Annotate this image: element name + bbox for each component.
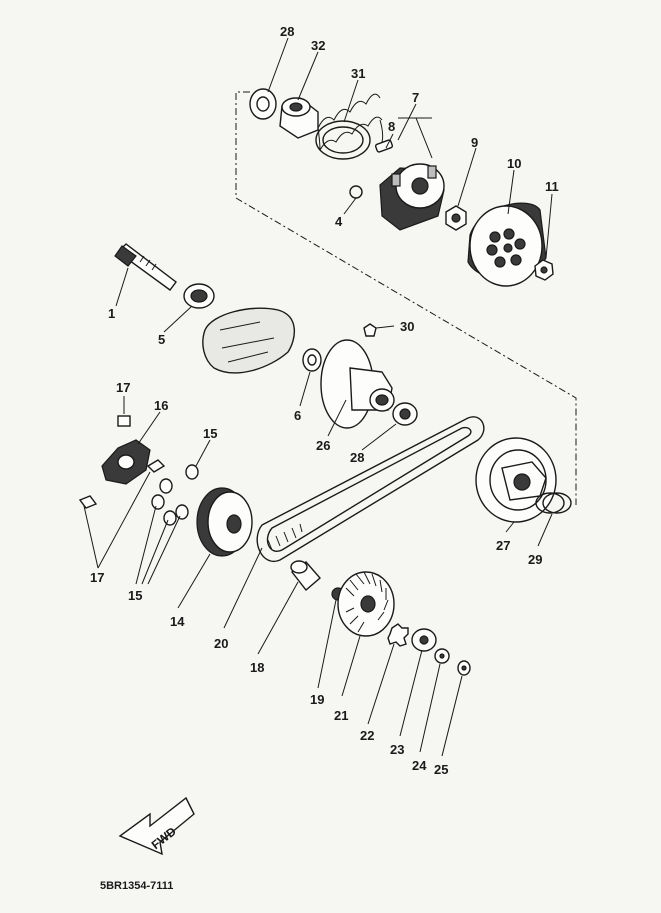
cam-16 <box>101 439 151 485</box>
pin-30 <box>363 323 377 337</box>
label-15-bottom: 15 <box>128 588 142 603</box>
drawing-code: 5BR1354-7111 <box>100 880 173 892</box>
label-22: 22 <box>360 728 374 743</box>
collar-18 <box>290 560 321 592</box>
label-11: 11 <box>545 179 559 194</box>
nut-25 <box>457 660 471 676</box>
secondary-fixed-sheave-27 <box>475 437 557 523</box>
shaft-1 <box>114 243 177 291</box>
clutch-plate-23 <box>411 628 437 652</box>
circlip-4 <box>349 185 363 199</box>
washer-28-top <box>249 88 277 120</box>
label-31: 31 <box>351 66 365 81</box>
label-8: 8 <box>388 119 395 134</box>
label-24: 24 <box>412 758 427 773</box>
label-16: 16 <box>154 398 168 413</box>
label-29: 29 <box>528 552 542 567</box>
label-9: 9 <box>471 135 478 150</box>
label-23: 23 <box>390 742 404 757</box>
label-1: 1 <box>108 306 115 321</box>
washer-6 <box>302 348 322 372</box>
washer-9 <box>445 205 467 231</box>
leader-lines <box>83 37 553 757</box>
label-32: 32 <box>311 38 325 53</box>
label-28-mid: 28 <box>350 450 364 465</box>
slider-17-right <box>146 459 166 473</box>
seal-28-mid <box>392 402 418 426</box>
label-17-top: 17 <box>116 380 130 395</box>
label-5: 5 <box>158 332 165 347</box>
label-10: 10 <box>507 156 521 171</box>
label-21: 21 <box>334 708 348 723</box>
clutch-carrier-7 <box>379 163 445 231</box>
label-7: 7 <box>412 90 419 105</box>
label-20: 20 <box>214 636 228 651</box>
v-belt-20 <box>256 416 485 563</box>
sliding-sheave-26 <box>320 339 395 429</box>
label-17-bottom: 17 <box>90 570 104 585</box>
nut-11 <box>534 259 554 281</box>
slider-17-top <box>117 415 131 427</box>
label-26: 26 <box>316 438 330 453</box>
primary-fixed-sheave-21 <box>337 571 395 637</box>
label-4: 4 <box>335 214 343 229</box>
label-15-top: 15 <box>203 426 217 441</box>
label-28-top: 28 <box>280 24 294 39</box>
bearing-5 <box>183 283 215 309</box>
washer-22 <box>387 623 409 647</box>
forward-arrow: FWD <box>118 796 195 856</box>
label-6: 6 <box>294 408 301 423</box>
weights-15 <box>151 464 199 526</box>
o-rings-29 <box>535 492 572 514</box>
label-27: 27 <box>496 538 510 553</box>
clutch-housing-10 <box>467 202 547 287</box>
washer-24 <box>434 648 450 664</box>
label-25: 25 <box>434 762 448 777</box>
label-30: 30 <box>400 319 414 334</box>
pin-8 <box>374 139 394 153</box>
collar-32 <box>279 97 319 139</box>
label-14: 14 <box>170 614 185 629</box>
crankcase-fragment <box>202 307 295 374</box>
label-19: 19 <box>310 692 324 707</box>
compression-spring-31 <box>315 93 384 160</box>
slider-17-left <box>78 495 98 509</box>
label-18: 18 <box>250 660 264 675</box>
primary-sliding-sheave-14 <box>196 487 253 557</box>
assembly-group-outline <box>235 91 577 505</box>
